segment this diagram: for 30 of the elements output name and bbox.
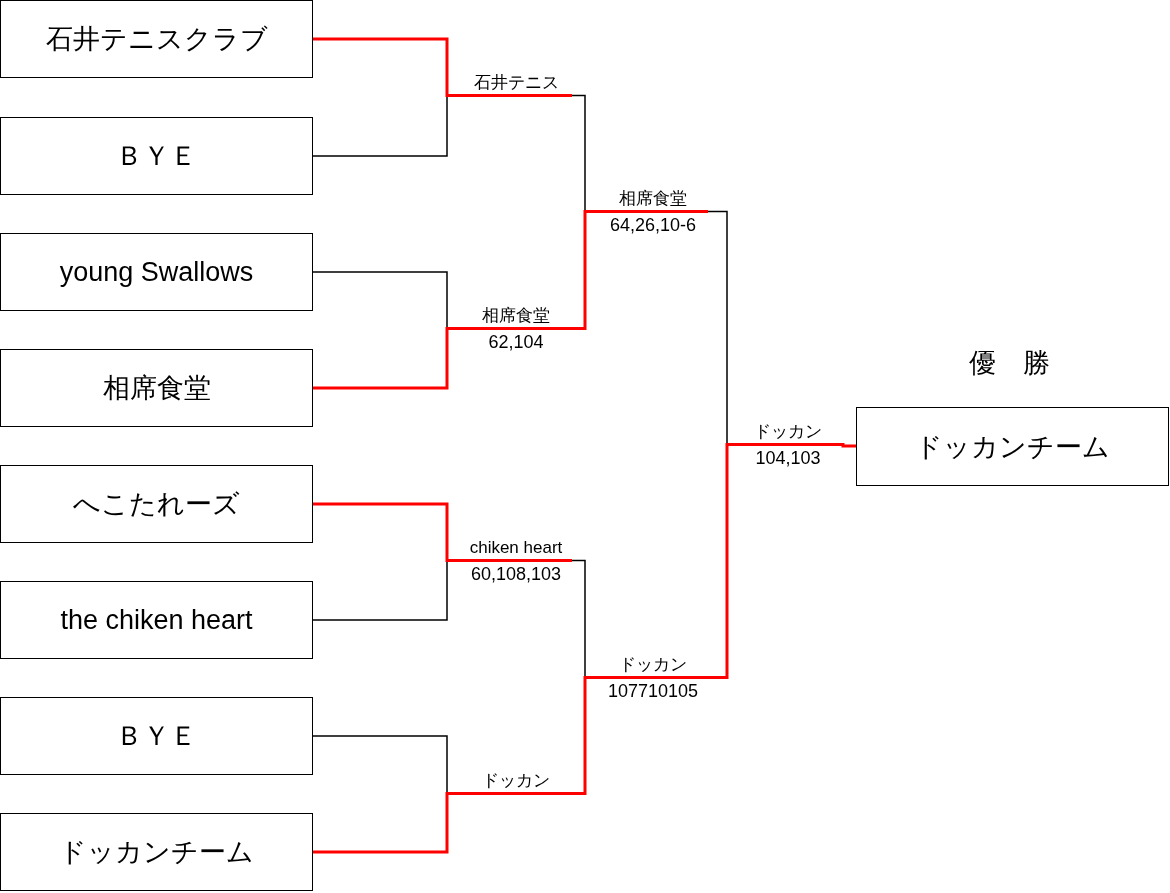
winner-name: 相席食堂 bbox=[460, 305, 572, 330]
team-box: へこたれーズ bbox=[0, 465, 313, 543]
score-text: 60,108,103 bbox=[470, 563, 562, 586]
bracket-line bbox=[313, 502, 460, 562]
winner-name: chiken heart bbox=[460, 537, 572, 562]
bracket-line bbox=[572, 676, 598, 795]
winner-name: 石井テニス bbox=[460, 72, 572, 97]
bracket-line bbox=[313, 327, 460, 390]
score-text: 107710105 bbox=[607, 680, 699, 703]
team-box: 石井テニスクラブ bbox=[0, 0, 313, 78]
score-text: 62,104 bbox=[488, 331, 544, 354]
bracket-line bbox=[708, 443, 740, 679]
bracket-line bbox=[313, 37, 460, 97]
winner-name: 相席食堂 bbox=[598, 188, 708, 213]
winner-name: ドッカン bbox=[598, 654, 708, 679]
winner-name: ドッカン bbox=[740, 421, 836, 446]
score-text: 64,26,10-6 bbox=[609, 214, 697, 237]
team-box: 相席食堂 bbox=[0, 349, 313, 427]
champion-heading: 優 勝 bbox=[969, 347, 1050, 380]
bracket-line bbox=[836, 443, 856, 448]
team-box: ＢＹＥ bbox=[0, 697, 313, 775]
team-box: ドッカンチーム bbox=[0, 813, 313, 891]
team-box: young Swallows bbox=[0, 233, 313, 311]
bracket-line bbox=[313, 792, 460, 854]
winner-name: ドッカン bbox=[460, 770, 572, 795]
team-box: ＢＹＥ bbox=[0, 117, 313, 195]
bracket-line bbox=[572, 210, 598, 330]
team-box: the chiken heart bbox=[0, 581, 313, 659]
score-text: 104,103 bbox=[755, 447, 821, 470]
champion-box: ドッカンチーム bbox=[856, 407, 1169, 486]
